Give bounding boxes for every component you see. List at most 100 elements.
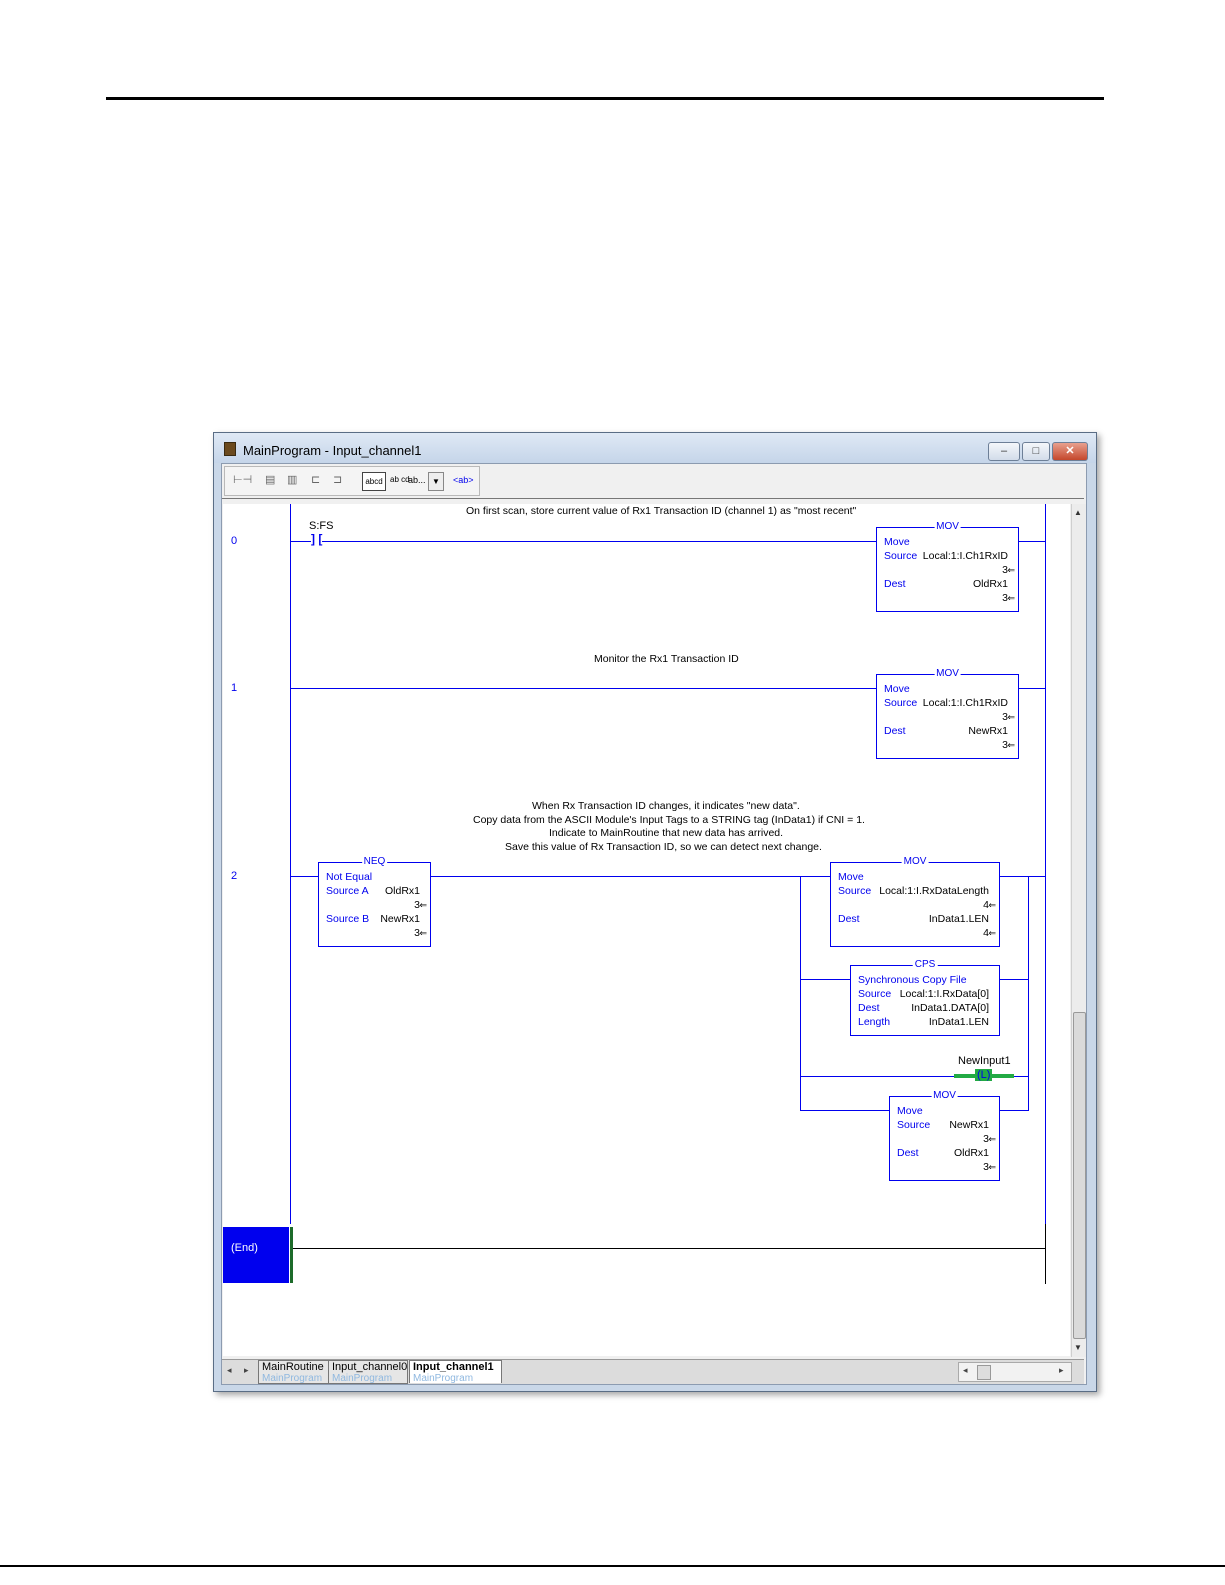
- neq-source-b-value: 3: [414, 927, 420, 939]
- horizontal-scrollbar[interactable]: ◂ ▸: [958, 1362, 1072, 1382]
- value-arrow-icon: ⇐: [1007, 712, 1015, 722]
- tab-mainroutine[interactable]: MainRoutine MainProgram: [258, 1360, 330, 1384]
- mov-dest-tag[interactable]: OldRx1: [953, 1147, 989, 1159]
- mov-name: Move: [884, 536, 910, 548]
- mov-source-tag[interactable]: Local:1:I.Ch1RxID: [922, 697, 1008, 709]
- coil-branch-wire-out: [1014, 1076, 1028, 1077]
- rung-2-number[interactable]: 2: [231, 870, 238, 882]
- tab-input-channel0[interactable]: Input_channel0 MainProgram: [328, 1360, 408, 1384]
- rung-1-number[interactable]: 1: [231, 682, 238, 694]
- scroll-right-icon[interactable]: ▸: [1059, 1365, 1064, 1375]
- mov2-branch-wire-out: [999, 1110, 1028, 1111]
- mov-dest-label: Dest: [884, 578, 906, 590]
- rung-2-neq-instruction[interactable]: NEQ Not Equal Source A OldRx1 3 ⇐ Source…: [318, 856, 431, 947]
- mov-dest-value: 3: [1002, 592, 1008, 604]
- rung-icon[interactable]: ⊢⊣: [233, 474, 253, 486]
- horizontal-scroll-thumb[interactable]: [977, 1365, 991, 1380]
- mov-mnemonic: MOV: [931, 1090, 958, 1101]
- rung-2-input-wire: [291, 876, 318, 877]
- mov-dest-value: 4: [983, 927, 989, 939]
- rung-2-cps-instruction[interactable]: CPS Synchronous Copy File Source Local:1…: [850, 959, 1000, 1036]
- mov-dest-tag[interactable]: InData1.LEN: [928, 913, 989, 925]
- value-arrow-icon: ⇐: [988, 1162, 996, 1172]
- rung-2-branch-right: [1028, 876, 1029, 1111]
- rung-0-xic-contact[interactable]: ] [: [311, 532, 323, 546]
- display-abcd-button[interactable]: abcd: [362, 472, 386, 491]
- routine-window: MainProgram - Input_channel1 – □ ✕ ⊢⊣ ▤ …: [213, 432, 1097, 1392]
- maximize-button[interactable]: □: [1022, 442, 1050, 461]
- tab-name: Input_channel0: [332, 1361, 408, 1373]
- rung-1-output-wire: [1018, 688, 1045, 689]
- routine-icon: [224, 442, 236, 456]
- mov-source-label: Source: [838, 885, 872, 897]
- tab-scroll-left-icon[interactable]: ◂: [227, 1365, 232, 1375]
- value-arrow-icon: ⇐: [419, 928, 427, 938]
- mov-source-label: Source: [884, 697, 918, 709]
- ladder-editor[interactable]: On first scan, store current value of Rx…: [223, 504, 1070, 1356]
- rung-0-number[interactable]: 0: [231, 535, 238, 547]
- minimize-button[interactable]: –: [988, 442, 1020, 461]
- rung-2-mov-save-instruction[interactable]: MOV Move Source NewRx1 3 ⇐ Dest OldRx1 3…: [889, 1090, 1000, 1181]
- tab-program: MainProgram: [413, 1373, 474, 1384]
- mov-name: Move: [897, 1105, 923, 1117]
- rung-2-comment-line: Indicate to MainRoutine that new data ha…: [549, 827, 784, 839]
- neq-source-b-tag[interactable]: NewRx1: [380, 913, 420, 925]
- tag-button[interactable]: <ab>: [453, 475, 474, 485]
- mov-source-tag[interactable]: Local:1:I.Ch1RxID: [922, 550, 1008, 562]
- right-power-rail: [1045, 504, 1046, 1284]
- paste-rung-icon[interactable]: ▥: [287, 474, 298, 486]
- scroll-down-icon[interactable]: ▼: [1074, 1343, 1082, 1352]
- vertical-scrollbar[interactable]: ▲ ▼: [1071, 504, 1086, 1357]
- cps-branch-wire-out: [999, 979, 1028, 980]
- tab-program: MainProgram: [262, 1373, 323, 1384]
- vertical-scroll-thumb[interactable]: [1073, 1012, 1086, 1339]
- title-bar[interactable]: MainProgram - Input_channel1 – □ ✕: [214, 433, 1096, 463]
- scroll-left-icon[interactable]: ◂: [963, 1365, 968, 1375]
- mov-dest-tag[interactable]: OldRx1: [972, 578, 1008, 590]
- value-arrow-icon: ⇐: [988, 1134, 996, 1144]
- rung-0-contact-tag[interactable]: S:FS: [309, 520, 334, 532]
- tab-input-channel1[interactable]: Input_channel1 MainProgram: [409, 1360, 502, 1384]
- cps-source-tag[interactable]: Local:1:I.RxData[0]: [899, 988, 989, 1000]
- neq-source-a-tag[interactable]: OldRx1: [384, 885, 420, 897]
- mov-source-value: 3: [1002, 564, 1008, 576]
- mov-source-tag[interactable]: Local:1:I.RxDataLength: [879, 885, 989, 897]
- mov-source-value: 3: [983, 1133, 989, 1145]
- mov-dest-tag[interactable]: NewRx1: [968, 725, 1008, 737]
- display-split-button[interactable]: ab cd: [390, 475, 410, 484]
- value-arrow-icon: ⇐: [1007, 740, 1015, 750]
- value-arrow-icon: ⇐: [419, 900, 427, 910]
- display-dropdown-chevron-icon[interactable]: ▼: [428, 472, 444, 491]
- rung-2-mov-length-instruction[interactable]: MOV Move Source Local:1:I.RxDataLength 4…: [830, 856, 1000, 947]
- close-button[interactable]: ✕: [1052, 442, 1088, 461]
- mov-dest-value: 3: [1002, 739, 1008, 751]
- value-arrow-icon: ⇐: [1007, 593, 1015, 603]
- end-rung-marker[interactable]: (End): [223, 1227, 289, 1283]
- end-label: (End): [231, 1242, 258, 1254]
- end-rung-right-rail: [1045, 1224, 1046, 1284]
- value-arrow-icon: ⇐: [1007, 565, 1015, 575]
- routine-tab-bar: ◂ ▸ MainRoutine MainProgram Input_channe…: [222, 1359, 1084, 1384]
- scroll-up-icon[interactable]: ▲: [1074, 508, 1082, 517]
- rung-1-mov-instruction[interactable]: MOV Move Source Local:1:I.Ch1RxID 3 ⇐ De…: [876, 668, 1019, 759]
- cps-length-label: Length: [858, 1016, 891, 1028]
- rung-2-coil-tag[interactable]: NewInput1: [958, 1055, 1011, 1067]
- neq-source-b-label: Source B: [326, 913, 370, 925]
- display-truncated-button[interactable]: ab...: [408, 475, 426, 485]
- cps-dest-tag[interactable]: InData1.DATA[0]: [911, 1002, 989, 1014]
- tab-scroll-right-icon[interactable]: ▸: [244, 1365, 249, 1375]
- rung-0-mov-instruction[interactable]: MOV Move Source Local:1:I.Ch1RxID 3 ⇐ De…: [876, 521, 1019, 612]
- insert-level-icon[interactable]: ⊐: [333, 474, 343, 486]
- cps-mnemonic: CPS: [912, 959, 938, 970]
- tab-name: MainRoutine: [262, 1361, 324, 1373]
- cps-length-tag[interactable]: InData1.LEN: [928, 1016, 989, 1028]
- insert-branch-icon[interactable]: ⊏: [311, 474, 321, 486]
- mov-source-tag[interactable]: NewRx1: [949, 1119, 989, 1131]
- mov-mnemonic: MOV: [934, 668, 961, 679]
- latch-coil-icon[interactable]: (L): [975, 1069, 993, 1081]
- cps-branch-wire-in: [800, 979, 850, 980]
- mov-dest-value: 3: [983, 1161, 989, 1173]
- copy-rung-icon[interactable]: ▤: [265, 474, 276, 486]
- rung-0-output-wire: [1018, 541, 1045, 542]
- cps-source-label: Source: [858, 988, 892, 1000]
